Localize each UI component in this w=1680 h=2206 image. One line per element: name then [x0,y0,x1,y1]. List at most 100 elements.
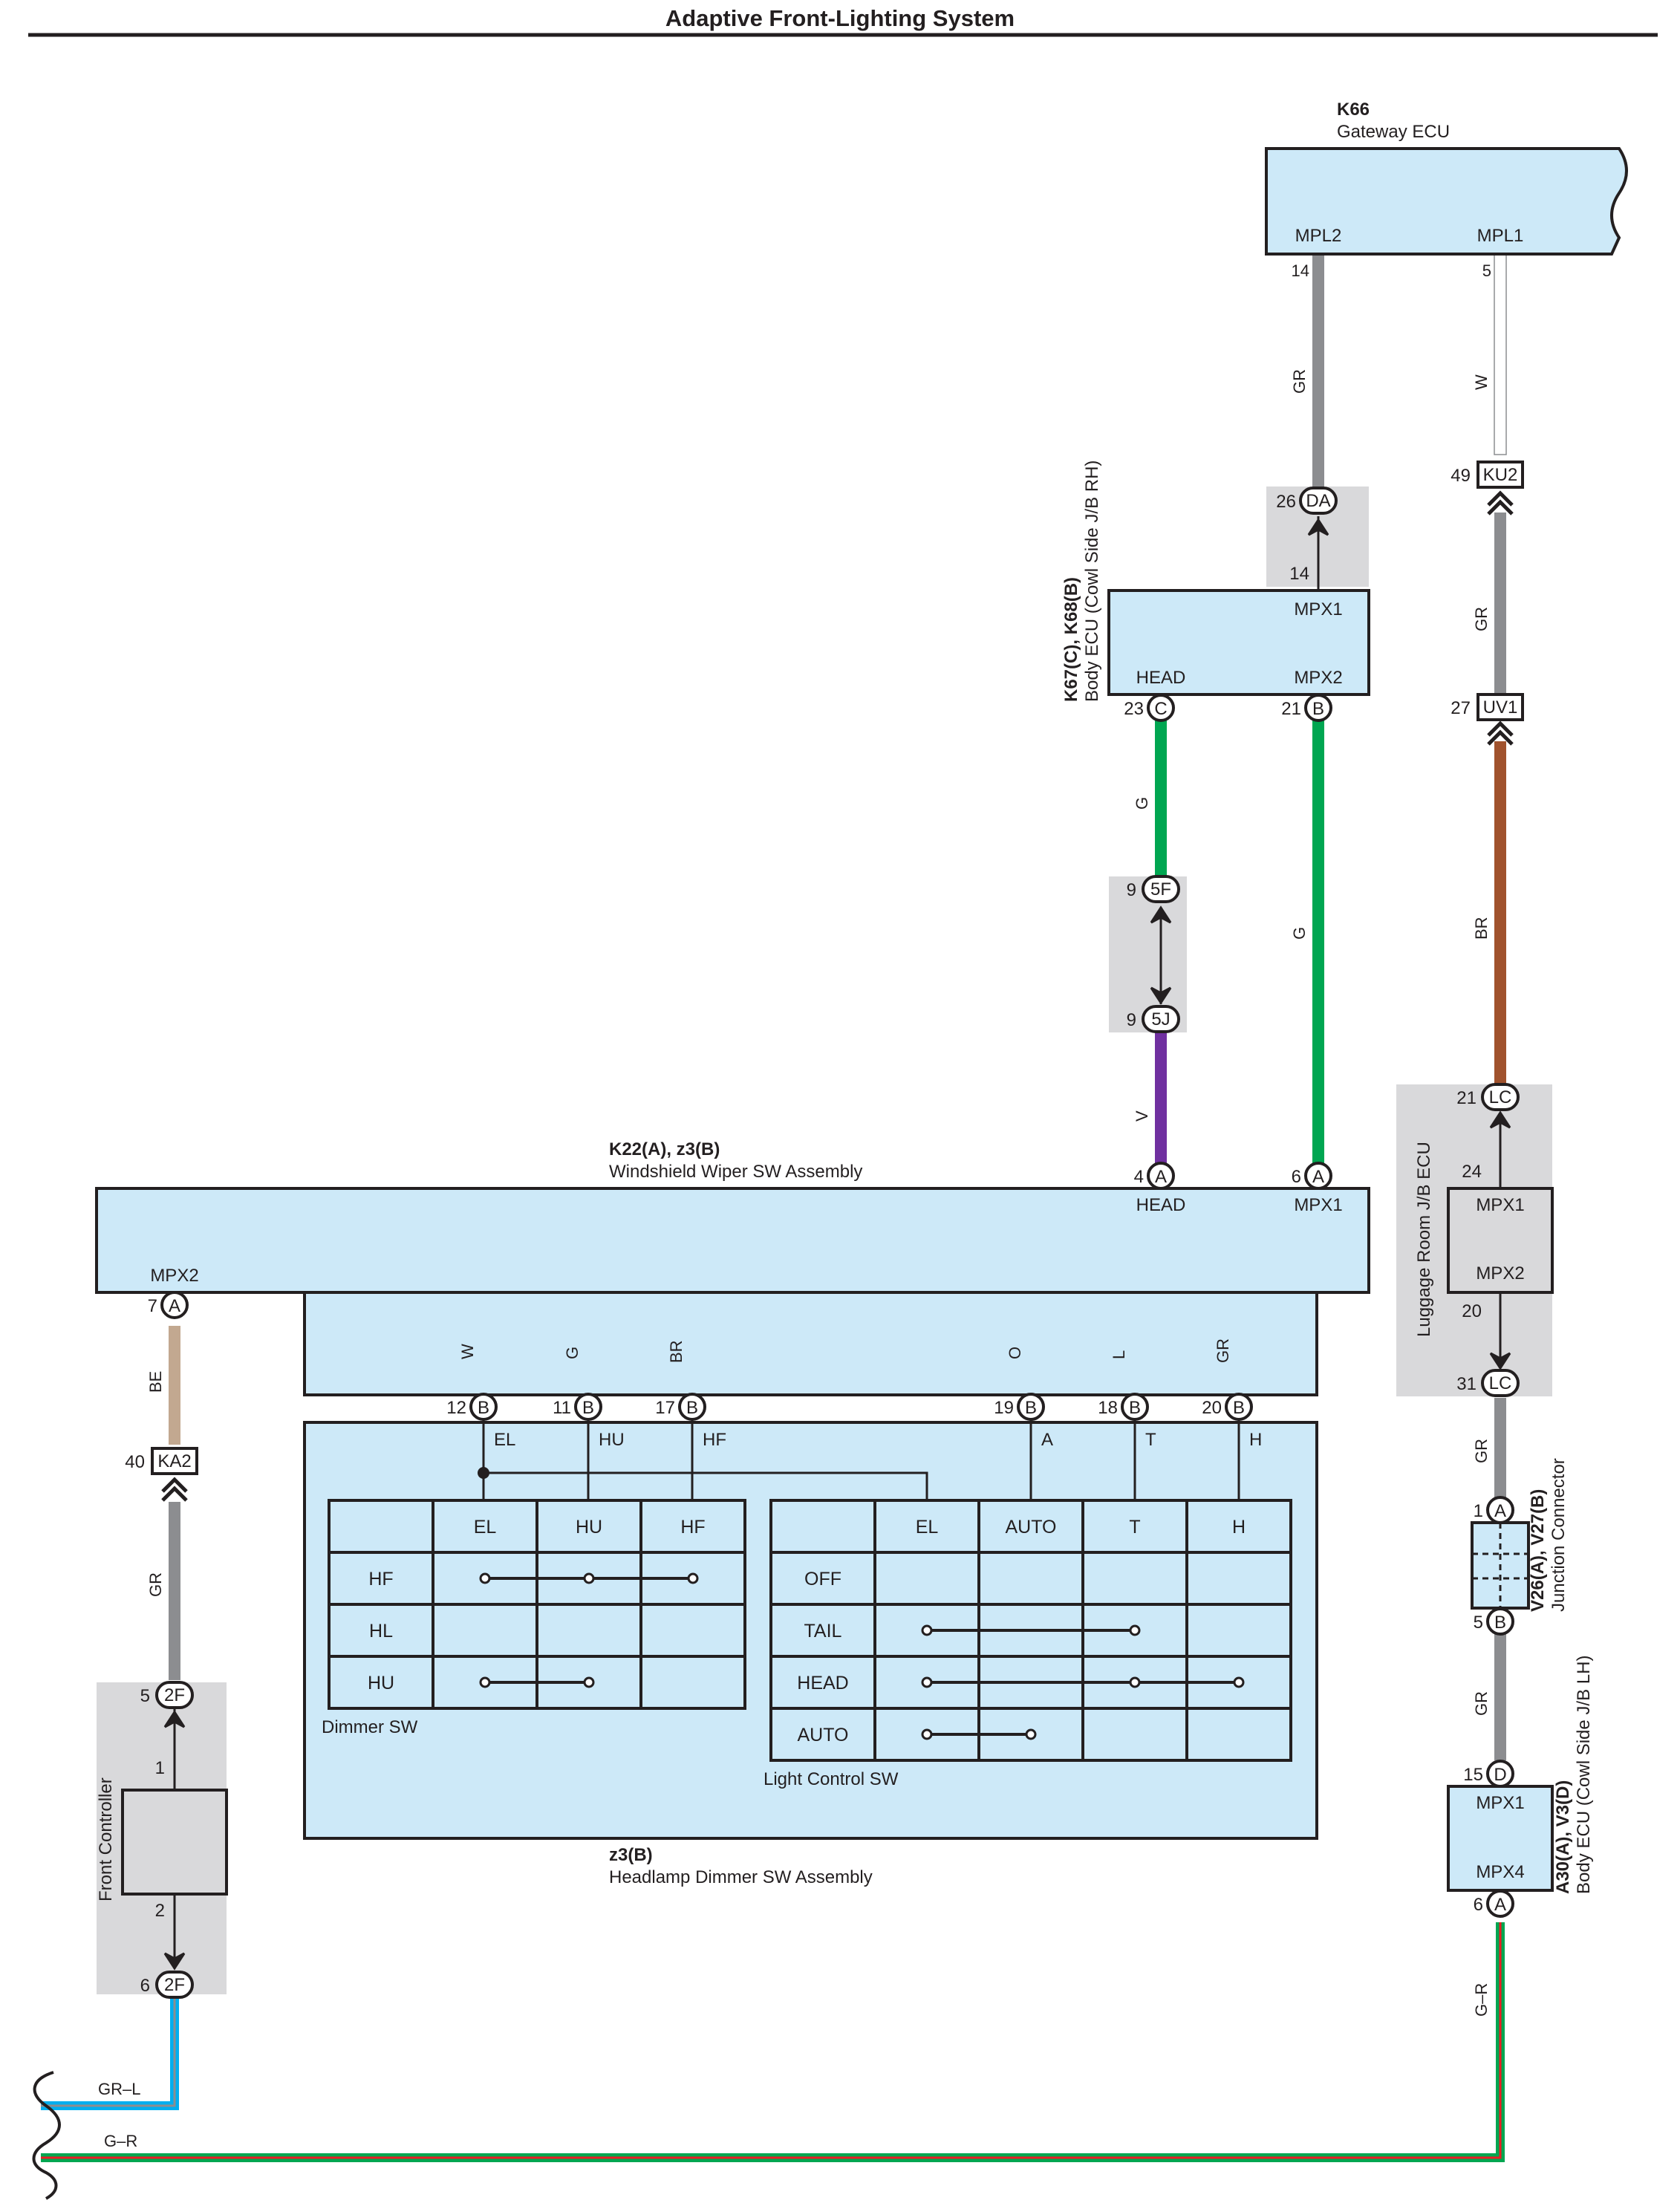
conn-junction-a-label: A [1494,1501,1506,1521]
body-ecu-rh-name: Body ECU (Cowl Side J/B RH) [1082,461,1102,702]
pin-31: 31 [1456,1374,1476,1394]
pin-14-body: 14 [1289,564,1309,584]
arrow-2f-bottom [163,1952,186,1971]
conn-lc-bottom-label: LC [1489,1373,1512,1393]
conn-junction-b-label: B [1494,1613,1506,1633]
conn-5f-label: 5F [1150,879,1171,899]
conn-d-label: D [1494,1765,1506,1785]
term-a: A [1041,1430,1053,1450]
dimmer-row-hu: HU [368,1673,394,1693]
arrow-2f-top [163,1710,186,1728]
light-dot-head-el [921,1676,933,1688]
junction-name: Junction Connector [1549,1458,1569,1612]
conn-b-17-label: B [686,1398,698,1418]
conn-ka2-label: KA2 [157,1451,191,1471]
code-br-uv1: BR [1472,917,1491,940]
wiper-sw-pin-mpx2: MPX2 [150,1266,198,1286]
pin-1-fc: 1 [155,1758,165,1778]
headlamp-dimmer-name: Headlamp Dimmer SW Assembly [609,1867,873,1887]
code-inner-g: G [563,1347,582,1359]
body-ecu-rh-box [1107,589,1370,696]
conn-2f-bottom-label: 2F [164,1975,185,1995]
pin-6-2f: 6 [140,1976,150,1996]
code-gr-ka2: GR [146,1572,165,1597]
code-g-mpx: G [1290,927,1309,940]
light-dot-head-t [1129,1676,1141,1688]
body-ecu-lh-id: A30(A), V3(D) [1553,1780,1573,1894]
code-inner-l: L [1110,1350,1128,1359]
pin-20-luggage: 20 [1462,1301,1482,1321]
conn-da-label: DA [1306,491,1330,511]
wire-gr-bottom-green [41,1922,1505,2162]
conn-b-11 [574,1393,602,1421]
term-hu: HU [599,1430,625,1450]
code-inner-br: BR [667,1340,686,1363]
conn-2f-top-label: 2F [164,1685,185,1705]
gateway-ecu-box [1265,147,1628,256]
conn-b-21 [1304,694,1332,722]
pin-5-gateway: 5 [1482,261,1491,280]
wiper-sw-pin-mpx1: MPX1 [1294,1195,1342,1215]
body-ecu-lh-name: Body ECU (Cowl Side J/B LH) [1574,1656,1594,1894]
conn-c [1147,694,1175,722]
conn-b-12 [469,1393,498,1421]
dimmer-dot-hu-hu [583,1676,595,1688]
conn-b-18 [1121,1393,1149,1421]
conn-b-17 [678,1393,706,1421]
pin-24: 24 [1462,1162,1482,1182]
light-dot-auto-el [921,1728,933,1740]
wiper-sw-inner-strip [303,1291,1318,1396]
luggage-ecu-box [1447,1187,1554,1294]
wire-w-gateway-ku2 [1494,252,1507,455]
body-ecu-rh-id: K67(C), K68(B) [1061,577,1081,702]
term-hf: HF [703,1430,726,1450]
conn-b-20-label: B [1233,1398,1245,1418]
conn-b-19 [1017,1393,1045,1421]
conn-2f-bottom [155,1971,194,1999]
conn-da [1299,487,1338,515]
code-g-r-lh: G–R [1472,1983,1491,2017]
body-ecu-lh-pin-mpx4: MPX4 [1476,1862,1524,1882]
light-col-el: EL [916,1517,939,1538]
conn-lc-top-label: LC [1489,1087,1512,1107]
conn-b-18-label: B [1129,1398,1141,1418]
arrow-lc-bottom [1489,1352,1511,1370]
light-col-auto: AUTO [1006,1517,1057,1538]
term-el: EL [494,1430,515,1450]
pin-21-luggage: 21 [1456,1088,1476,1108]
dimmer-col-el: EL [474,1517,497,1538]
conn-b-11-label: B [582,1398,594,1418]
conn-a-lh-label: A [1494,1895,1506,1915]
body-ecu-lh-label: A30(A), V3(D) Body ECU (Cowl Side J/B LH… [1553,1656,1594,1894]
conn-b-20 [1225,1393,1253,1421]
conn-uv1 [1476,693,1524,721]
pin-11: 11 [553,1398,571,1418]
gateway-name: Gateway ECU [1337,122,1450,142]
pin-5-junction: 5 [1474,1613,1483,1633]
code-inner-w: W [458,1344,477,1359]
conn-a-4 [1147,1162,1175,1190]
pin-18: 18 [1098,1398,1118,1418]
conn-5j [1142,1005,1180,1033]
conn-5f [1142,875,1180,903]
dimmer-col-hf: HF [680,1517,705,1538]
term-h: H [1249,1430,1262,1450]
pin-17: 17 [655,1398,675,1418]
chevron-ku2-2 [1487,499,1514,515]
pin-14-gateway: 14 [1292,261,1309,280]
light-dot-tail-el [921,1624,933,1636]
wire-gr-bottom-red [41,1922,1502,2159]
light-dot-auto-auto [1025,1728,1037,1740]
pin-40: 40 [125,1452,145,1472]
wiper-sw-id: K22(A), z3(B) [609,1139,720,1159]
body-ecu-rh-pin-head: HEAD [1136,668,1186,688]
conn-ku2 [1476,461,1524,489]
pin-15: 15 [1463,1765,1483,1785]
light-col-h: H [1232,1517,1246,1538]
code-inner-o: O [1006,1347,1024,1359]
wire-grl-bottom-grey [41,1998,176,2107]
term-t: T [1145,1430,1156,1450]
dimmer-row-hl: HL [369,1621,393,1642]
pin-9-5f: 9 [1127,880,1136,900]
luggage-ecu-name: Luggage Room J/B ECU [1414,1142,1434,1337]
